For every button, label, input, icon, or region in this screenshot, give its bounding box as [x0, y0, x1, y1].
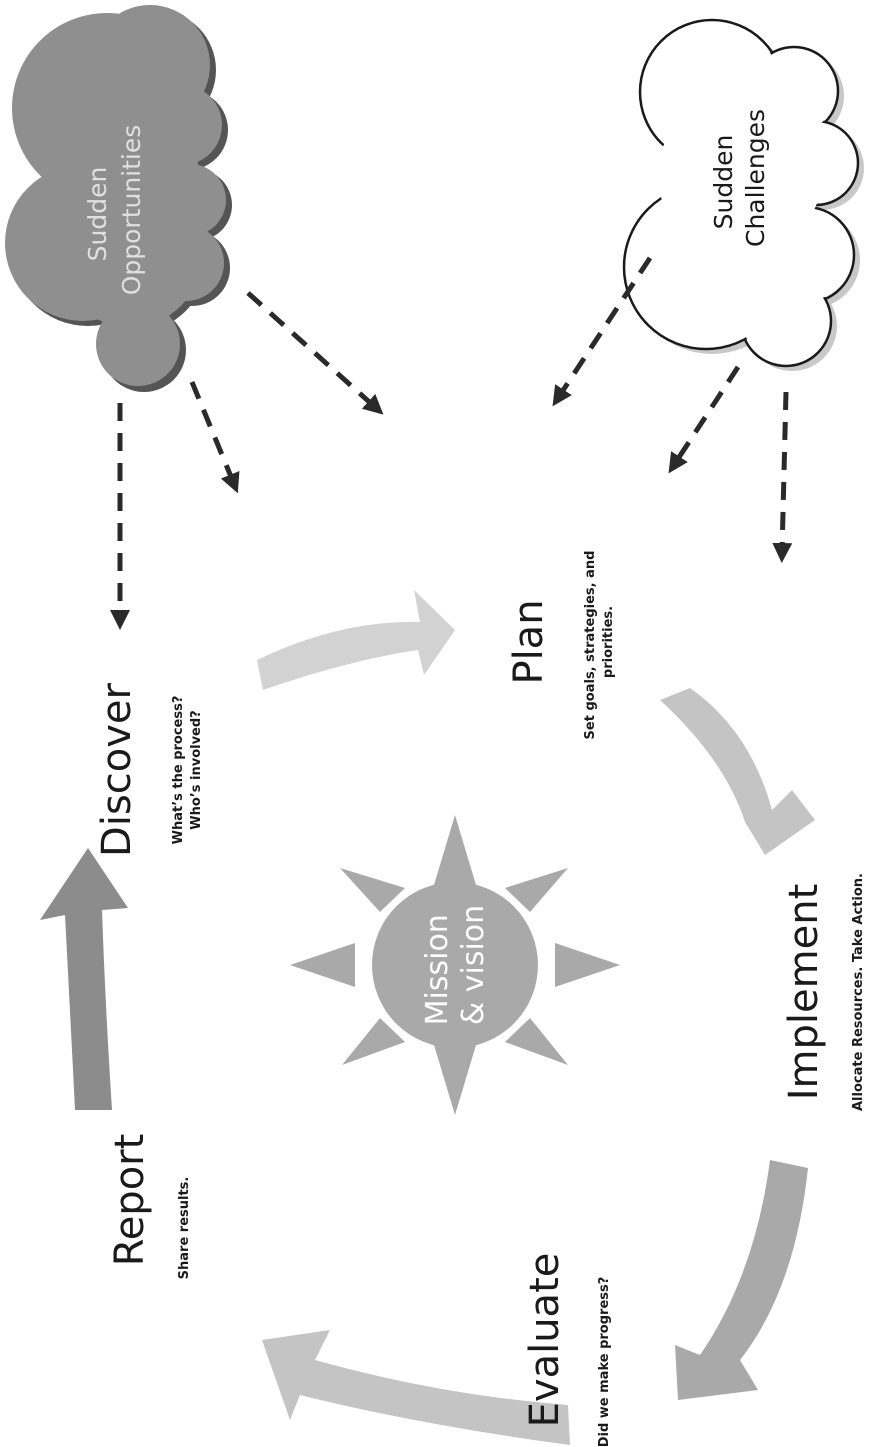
arrow-plan-to-implement: [660, 688, 815, 855]
implement-title: Implement: [781, 884, 827, 1100]
sun-ray-bottom: [434, 1045, 476, 1115]
sun-ray-bottom-left: [342, 1018, 405, 1065]
center-text: Mission & vision: [420, 905, 491, 1026]
cloud-challenges-line-2: Challenges: [741, 109, 770, 247]
cloud-opportunities: Sudden Opportunities: [5, 5, 232, 392]
discover-sub-1: What’s the process?: [171, 696, 186, 845]
dashed-arrow-opportunities-to-plan: [246, 291, 384, 415]
report-sub-1: Share results.: [177, 1177, 192, 1280]
dashed-arrow-challenges-to-cycle: [668, 365, 741, 474]
arrow-evaluate-to-report: [262, 1330, 570, 1445]
arrow-discover-to-plan: [257, 590, 455, 690]
sun-ray-top-right: [505, 868, 568, 912]
dashed-arrow-challenges-to-implement: [772, 391, 793, 563]
cloud-opportunities-line-2: Opportunities: [117, 125, 146, 296]
center-line-1: Mission: [420, 914, 455, 1025]
evaluate-title: Evaluate: [522, 1253, 568, 1428]
cloud-challenges-text: Sudden Challenges: [709, 109, 770, 247]
discover-sub-2: Who’s involved?: [189, 710, 204, 829]
step-plan: Plan Set goals, strategies, and prioriti…: [506, 551, 616, 740]
sun-icon: Mission & vision: [290, 815, 620, 1115]
step-report: Report Share results.: [107, 1134, 192, 1280]
sun-ray-right: [555, 943, 620, 987]
step-discover: Discover What’s the process? Who’s invol…: [94, 682, 204, 857]
plan-title: Plan: [506, 599, 552, 684]
step-evaluate: Evaluate Did we make progress?: [522, 1253, 612, 1447]
sun-ray-top-left: [340, 868, 405, 912]
plan-sub-1: Set goals, strategies, and: [583, 551, 598, 740]
cloud-opportunities-line-1: Sudden: [83, 167, 112, 262]
report-title: Report: [107, 1134, 153, 1267]
cloud-opportunities-text: Sudden Opportunities: [83, 125, 146, 296]
center-line-2: & vision: [456, 905, 491, 1025]
arrow-implement-to-evaluate: [675, 1160, 808, 1400]
arrow-report-to-discover: [40, 848, 128, 1110]
evaluate-sub-1: Did we make progress?: [597, 1277, 612, 1447]
step-implement: Implement Allocate Resources. Take Actio…: [781, 873, 866, 1111]
cloud-challenges: Sudden Challenges: [622, 18, 864, 371]
sun-ray-left: [290, 943, 355, 987]
implement-sub-1: Allocate Resources. Take Action.: [851, 873, 866, 1111]
sun-ray-bottom-right: [505, 1018, 568, 1065]
dashed-arrow-opportunities-to-cycle: [189, 381, 240, 494]
plan-sub-2: priorities.: [601, 606, 616, 678]
cloud-challenges-line-1: Sudden: [709, 135, 738, 230]
sun-ray-top: [434, 815, 476, 885]
sun-center-circle: [372, 882, 538, 1048]
discover-title: Discover: [94, 682, 140, 857]
